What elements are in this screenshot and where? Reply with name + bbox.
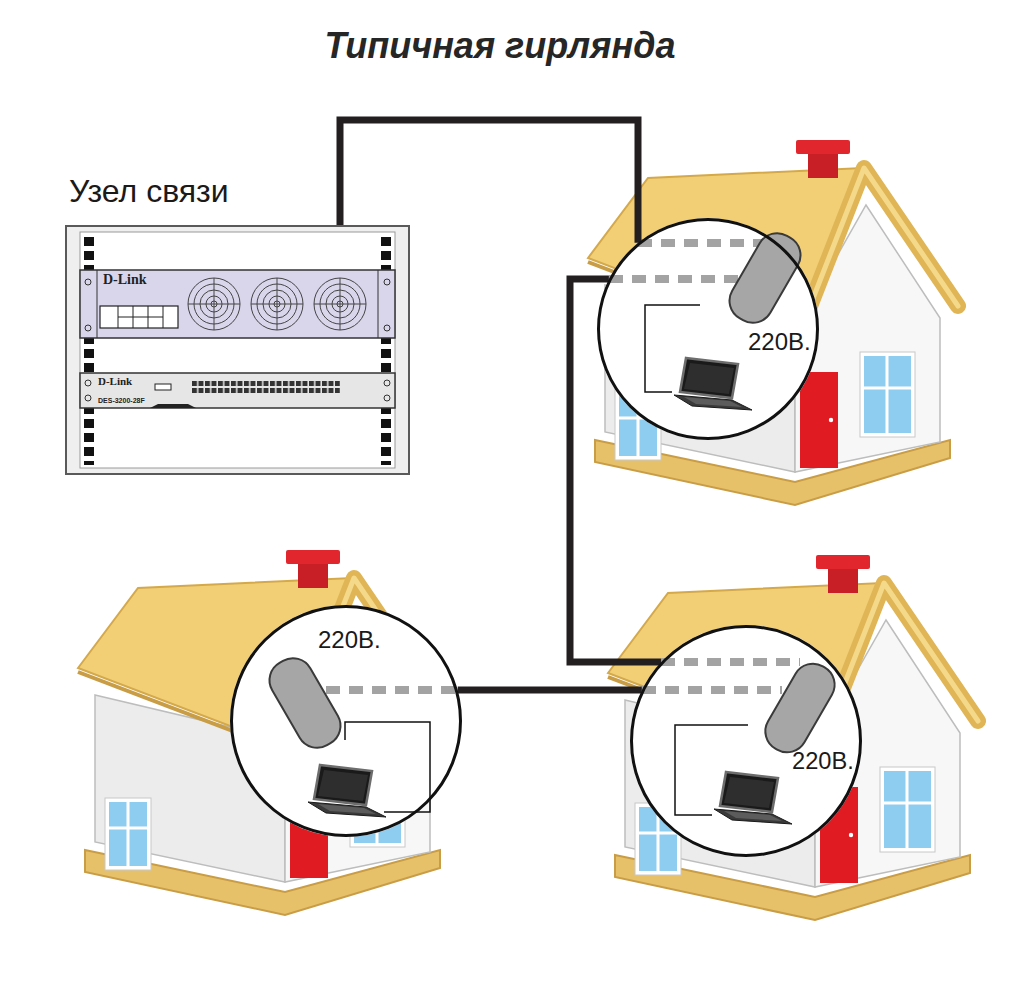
circle-outline [630, 625, 862, 857]
laptop-icon [714, 772, 792, 824]
rack-illustration [85, 325, 91, 331]
rack-illustration [384, 395, 390, 401]
voltage-label: 220В. [318, 628, 381, 652]
rack-illustration [384, 279, 390, 285]
indoor-wiring [661, 658, 800, 666]
fan-symbol [188, 278, 240, 330]
rack-illustration [85, 395, 91, 401]
circle-outline [232, 607, 461, 836]
fan-symbol [251, 278, 303, 330]
rack-illustration [100, 306, 178, 328]
rack-illustration [231, 381, 269, 395]
indoor-wiring [609, 275, 750, 283]
rack-illustration [150, 404, 196, 408]
rack-illustration [97, 270, 98, 338]
rack-illustration [309, 381, 340, 395]
network-cable [570, 279, 661, 662]
diagram-title: Типичная гирлянда [0, 28, 1000, 64]
rack-illustration [80, 373, 395, 408]
rack-illustration [192, 381, 230, 395]
rack-illustration [270, 381, 308, 395]
node-heading: Узел связи [69, 175, 229, 207]
plc-adapter [722, 226, 808, 330]
laptop-icon [674, 358, 752, 410]
indoor-wiring [638, 239, 772, 247]
brand-label: D-Link [98, 376, 132, 387]
equipment-rack: Узел связи [65, 225, 410, 475]
zoom-circle: 220В. [597, 218, 819, 440]
model-label: DES-3200-28F [98, 397, 145, 404]
indoor-wiring [642, 686, 782, 694]
house [588, 140, 958, 505]
house-illustration [78, 140, 978, 920]
brand-label: D-Link [103, 273, 147, 287]
zoom-circle: 220В. [230, 605, 462, 837]
zoom-circle: 220В. [630, 625, 862, 857]
circle-outline [597, 218, 819, 440]
rack-illustration [85, 279, 91, 285]
zoom-circle-fill [630, 625, 862, 857]
network-cable [458, 687, 642, 694]
rack-illustration [155, 384, 171, 390]
plc-adapter [758, 656, 842, 759]
zoom-circle-fill [230, 605, 462, 837]
circle-outline [632, 627, 861, 856]
plc-adapter [262, 651, 348, 755]
rack-illustration [384, 380, 390, 386]
zoom-circle-fill [597, 218, 819, 440]
laptop-icon [308, 765, 386, 817]
rack-illustration [384, 325, 390, 331]
rack-illustration [80, 270, 395, 338]
rack-illustration [378, 270, 379, 338]
rack-illustration [65, 225, 410, 475]
fan-symbol [314, 278, 366, 330]
rack-illustration [118, 317, 163, 318]
rack-illustration [85, 380, 91, 386]
voltage-label: 220В. [748, 330, 811, 354]
rack-illustration [65, 225, 410, 475]
circle-outline [599, 220, 818, 439]
house [608, 555, 978, 920]
voltage-label: 220В. [792, 750, 854, 774]
indoor-wiring [326, 686, 458, 694]
rack-illustration [80, 232, 395, 468]
